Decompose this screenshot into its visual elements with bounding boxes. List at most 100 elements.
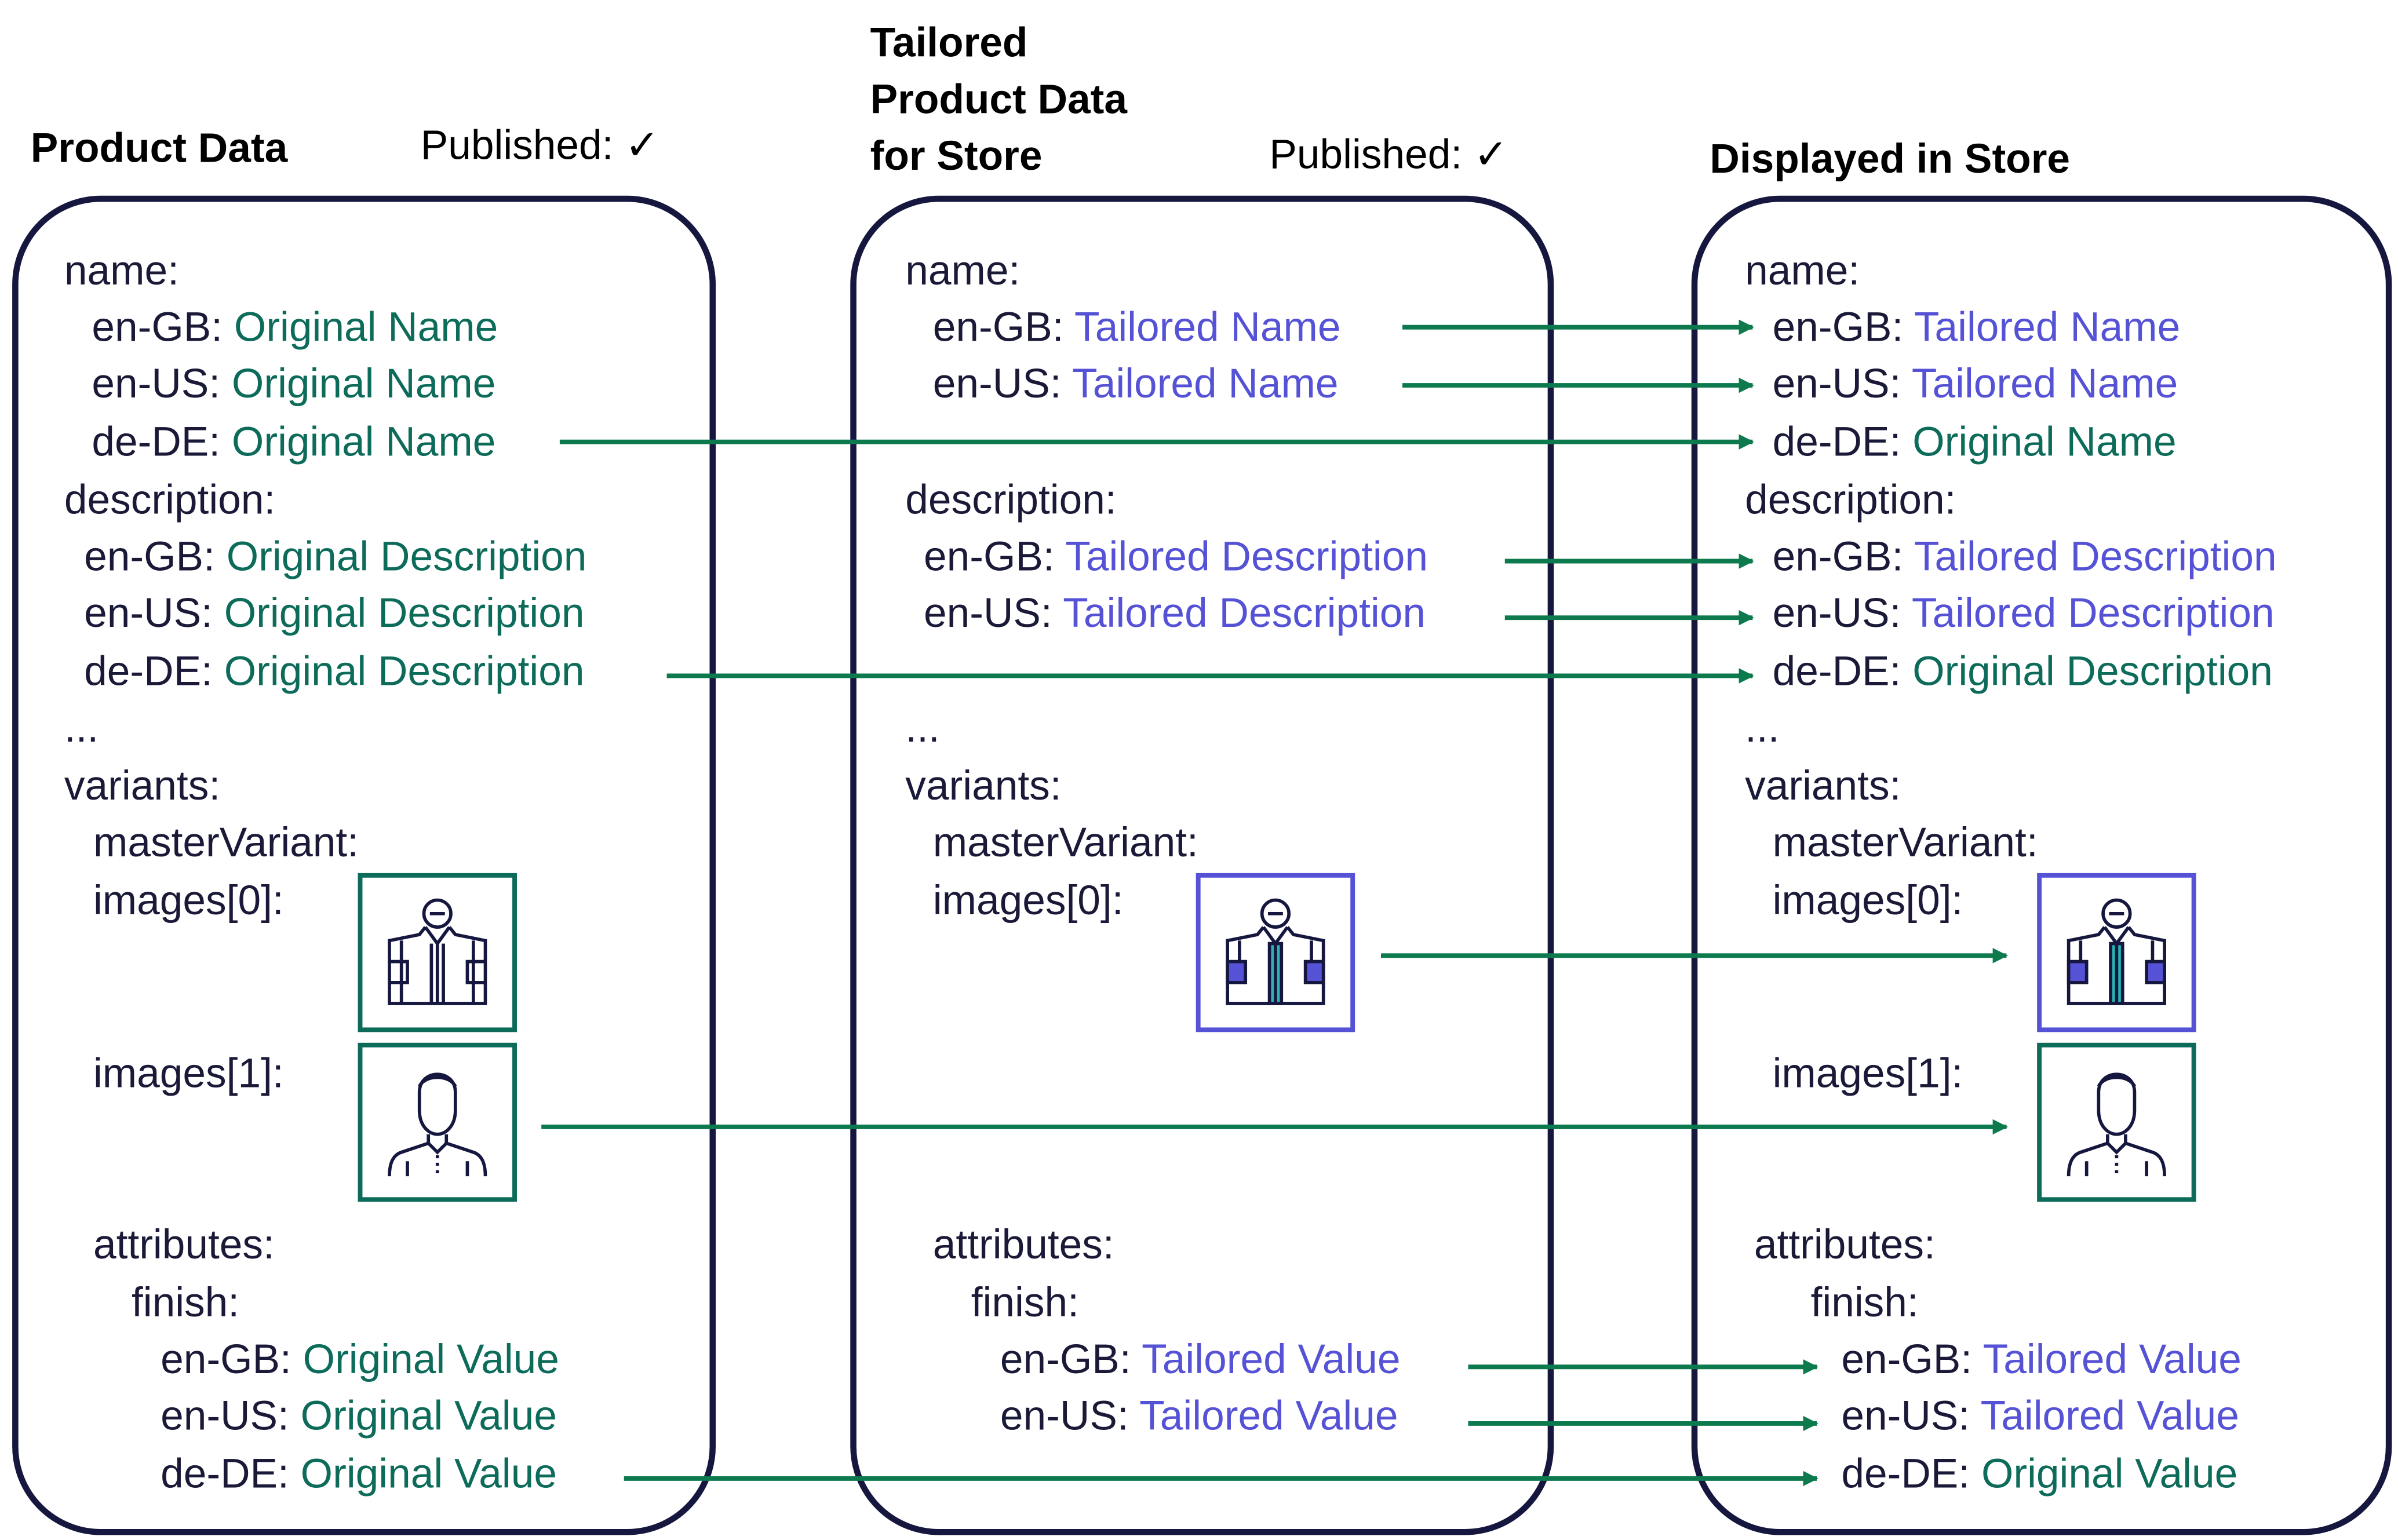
store-name-en-gb: en-GB: Tailored Name [1773,301,2181,353]
tailored-variants-key: variants: [905,762,1062,809]
locale-label: en-GB: [84,534,227,580]
product-finish-key: finish: [131,1279,240,1326]
store-master-variant-key: masterVariant: [1772,819,2038,866]
original-value: Original Description [224,648,585,695]
locale-label: en-US: [92,360,232,407]
tailored-value: Tailored Description [1911,590,2275,636]
jacket-tailored-icon [2037,873,2196,1032]
store-desc-en-us: en-US: Tailored Description [1773,587,2275,639]
tailored-images-0-key: images[0]: [932,877,1124,924]
original-value: Original Value [303,1336,559,1382]
locale-label: de-DE: [161,1451,301,1497]
product-desc-en-us: en-US: Original Description [84,587,584,639]
store-desc-en-gb: en-GB: Tailored Description [1773,531,2277,583]
original-value: Original Name [234,304,498,351]
product-description-key: description: [64,477,276,523]
tailored-name-en-gb: en-GB: Tailored Name [933,301,1341,353]
locale-label: en-GB: [1000,1336,1142,1382]
locale-label: en-US: [1000,1393,1140,1439]
store-finish-key: finish: [1810,1279,1919,1326]
store-finish-en-gb: en-GB: Tailored Value [1841,1333,2242,1385]
tailored-title-line3: for Store [870,133,1043,179]
locale-label: de-DE: [92,419,232,465]
original-value: Original Value [1981,1451,2238,1497]
product-finish-en-us: en-US: Original Value [161,1390,557,1442]
jacket-icon [358,873,517,1032]
tailored-value: Tailored Value [1982,1336,2242,1382]
locale-label: en-US: [1841,1393,1981,1439]
store-images-0-key: images[0]: [1772,877,1963,924]
tailored-value: Tailored Name [1911,360,2178,407]
tailored-desc-en-us: en-US: Tailored Description [924,587,1426,639]
store-description-key: description: [1745,477,1956,523]
locale-label: en-GB: [923,534,1066,580]
locale-label: en-US: [161,1393,301,1439]
tailored-value: Tailored Description [1063,590,1426,636]
product-ellipsis: ... [64,705,99,751]
product-attributes-key: attributes: [93,1221,275,1268]
original-value: Original Name [231,419,496,465]
locale-label: en-GB: [92,304,234,351]
tailored-name-en-us: en-US: Tailored Name [933,358,1339,410]
product-name-de-de: de-DE: Original Name [92,416,495,468]
tailored-finish-key: finish: [971,1279,1079,1326]
store-name-key: name: [1745,247,1860,294]
product-desc-en-gb: en-GB: Original Description [84,531,586,583]
tailored-attributes-key: attributes: [932,1221,1114,1268]
locale-label: en-US: [1772,360,1912,407]
tailored-finish-en-us: en-US: Tailored Value [1000,1390,1398,1442]
product-images-0-key: images[0]: [93,877,284,924]
locale-label: de-DE: [1772,419,1913,465]
original-value: Original Name [231,360,496,407]
man-portrait-icon [358,1042,517,1202]
store-attributes-key: attributes: [1754,1221,1936,1268]
store-finish-en-us: en-US: Tailored Value [1841,1390,2239,1442]
original-value: Original Name [1912,419,2177,465]
tailored-value: Tailored Value [1142,1336,1401,1382]
original-value: Original Description [226,534,587,580]
locale-label: de-DE: [1772,648,1913,695]
product-finish-de-de: de-DE: Original Value [161,1448,557,1500]
store-name-en-us: en-US: Tailored Name [1773,358,2178,410]
tailored-finish-en-gb: en-GB: Tailored Value [1000,1333,1401,1385]
jacket-tailored-icon [1196,873,1355,1032]
original-value: Original Value [300,1451,557,1497]
tailored-title-line2: Product Data [870,76,1128,123]
product-desc-de-de: de-DE: Original Description [84,645,584,698]
original-value: Original Description [224,590,585,636]
store-title: Displayed in Store [1710,136,2071,183]
product-finish-en-gb: en-GB: Original Value [161,1333,559,1385]
store-name-de-de: de-DE: Original Name [1773,416,2177,468]
tailored-value: Tailored Name [1914,304,2181,351]
tailored-value: Tailored Value [1139,1393,1398,1439]
product-published-label: Published: ✓ [420,122,659,169]
man-portrait-icon [2037,1042,2196,1202]
tailored-published-label: Published: ✓ [1269,131,1508,178]
product-name-key: name: [64,247,179,294]
original-value: Original Description [1912,648,2273,695]
store-panel [1691,195,2392,1535]
locale-label: en-GB: [932,304,1075,351]
locale-label: en-GB: [1772,304,1914,351]
product-name-en-gb: en-GB: Original Name [92,301,498,353]
store-desc-de-de: de-DE: Original Description [1773,645,2273,698]
store-finish-de-de: de-DE: Original Value [1841,1448,2237,1500]
tailored-ellipsis: ... [905,705,940,751]
product-images-1-key: images[1]: [93,1050,284,1097]
store-ellipsis: ... [1745,705,1780,751]
tailored-data-panel [850,195,1554,1535]
tailored-value: Tailored Name [1074,304,1341,351]
tailored-title-line1: Tailored [870,20,1028,66]
product-data-title: Product Data [30,125,288,171]
store-images-1-key: images[1]: [1772,1050,1963,1097]
product-master-variant-key: masterVariant: [93,819,359,866]
product-name-en-us: en-US: Original Name [92,358,495,410]
tailored-value: Tailored Description [1065,534,1428,580]
tailored-value: Tailored Name [1072,360,1339,407]
locale-label: en-US: [1772,590,1912,636]
original-value: Original Value [300,1393,557,1439]
product-variants-key: variants: [64,762,221,809]
locale-label: en-US: [923,590,1063,636]
locale-label: en-US: [84,590,224,636]
